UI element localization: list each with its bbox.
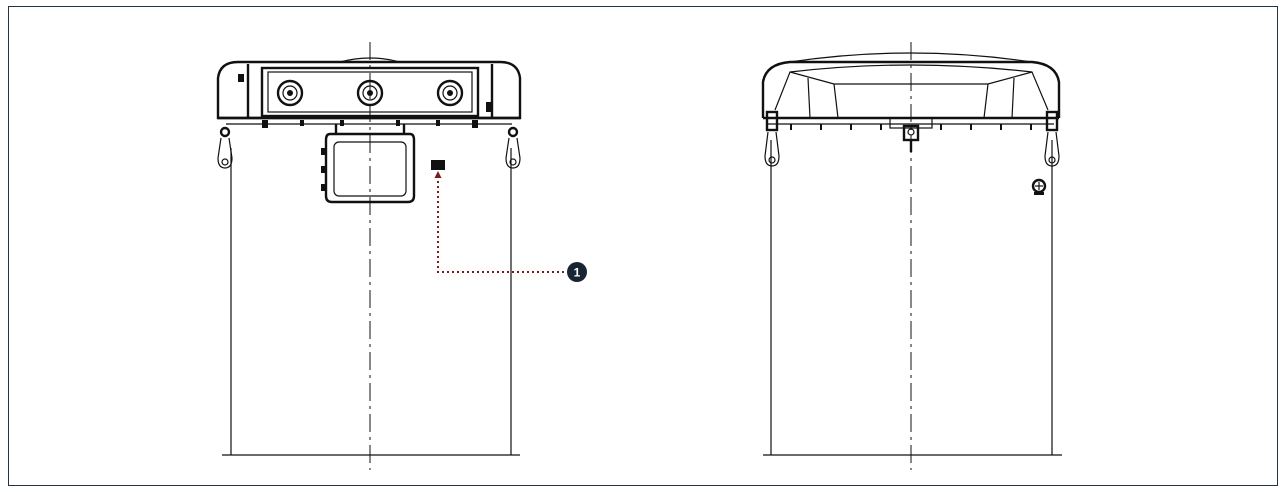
callout-leader-line (437, 176, 566, 273)
front-view-connector-plate (260, 66, 480, 118)
callout-badge (567, 262, 587, 282)
rear-view-cap-rib-right (983, 83, 989, 119)
drawing-frame (8, 6, 1278, 486)
rear-view-lug-left (764, 110, 780, 167)
connector-right (436, 79, 464, 107)
front-view-connector-plate-inner (267, 71, 473, 113)
front-view: 1 (216, 42, 587, 470)
rear-view-cap-facet (789, 71, 1033, 85)
front-view-lug-right (505, 126, 521, 169)
front-view-fasteners (238, 74, 492, 128)
front-view-lug-left (217, 126, 233, 169)
callout-1: 1 (567, 262, 587, 282)
rear-view-cap-rib-far-left (807, 77, 811, 119)
rear-view-cap-rib-left (833, 83, 839, 119)
rear-view-cap-outline (761, 60, 1061, 118)
rear-view-fasteners (790, 124, 1032, 130)
rear-view-cap-dome (789, 52, 1033, 63)
rear-view-cap-rib-far-right (1011, 77, 1015, 119)
rear-view (761, 42, 1062, 470)
connector-center (356, 79, 384, 107)
rear-view-latch (889, 117, 933, 152)
connector-left (276, 79, 304, 107)
rear-view-lug-right (1044, 110, 1060, 167)
earth-terminal-icon (1031, 178, 1047, 195)
rear-view-cap-inner (774, 64, 1049, 111)
label-plate-marker (431, 160, 445, 170)
front-view-cap-outline (216, 60, 522, 120)
callout-arrowhead (434, 171, 442, 178)
front-view-cap-dome-arc (339, 57, 401, 63)
front-view-junction-box (321, 124, 416, 204)
callout-number: 1 (574, 266, 581, 280)
